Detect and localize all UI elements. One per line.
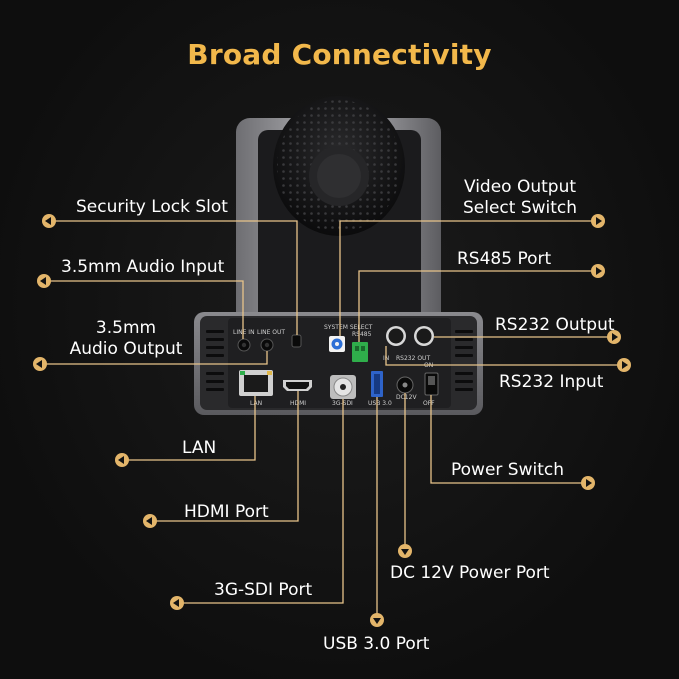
leader-power-switch [430, 395, 585, 484]
arrow-right-power-switch [581, 476, 595, 490]
arrow-left-security-lock [42, 214, 56, 228]
rs232-output-port [414, 326, 434, 346]
leader-lan [126, 396, 256, 461]
panel-label-line-out: LINE OUT [257, 329, 285, 336]
callout-audio-input: 3.5mm Audio Input [61, 257, 225, 277]
panel-label-usb: USB 3.0 [368, 400, 392, 407]
arrow-caps [33, 214, 631, 627]
callout-rs485: RS485 Port [457, 249, 552, 269]
rs232-input-port [386, 326, 406, 346]
leader-audio-output [44, 351, 268, 365]
vent-slots-right [455, 330, 473, 391]
leader-rs485 [358, 270, 594, 342]
leader-video-output [339, 220, 594, 336]
system-select-dial [329, 336, 345, 352]
camera-head [273, 96, 405, 236]
panel-label-rs485: RS485 [352, 331, 372, 338]
arrow-left-hdmi [143, 514, 157, 528]
panel-label-dc12v: DC12V [396, 394, 417, 401]
security-lock-slot [291, 334, 302, 348]
rs485-terminal [352, 342, 368, 362]
panel-label-system-select: SYSTEM SELECT [324, 324, 373, 331]
leader-security-lock [54, 220, 298, 335]
line-out-jack [260, 338, 274, 352]
arrow-right-video-output [591, 214, 605, 228]
usb3-port [371, 371, 383, 397]
arrow-left-audio-output [33, 357, 47, 371]
sdi-bnc-port [330, 375, 356, 399]
arrow-right-rs232-input [617, 358, 631, 372]
dc12v-port [396, 376, 414, 394]
leader-rs232-input [385, 346, 621, 366]
callout-audio-output: 3.5mm Audio Output [56, 318, 196, 360]
leader-sdi [181, 399, 344, 604]
callout-rs232-input: RS232 Input [499, 372, 604, 392]
callout-video-output-line2: Select Switch [462, 198, 578, 218]
line-in-jack [237, 338, 251, 352]
arrow-down-dc12v [398, 544, 412, 558]
callout-security-lock-slot: Security Lock Slot [76, 197, 228, 217]
arrow-left-sdi [170, 596, 184, 610]
panel-label-off: OFF [423, 400, 435, 407]
panel-label-lan: LAN [250, 400, 262, 407]
lan-port [239, 370, 273, 396]
callout-usb3: USB 3.0 Port [323, 634, 430, 654]
callout-sdi: 3G-SDI Port [214, 580, 313, 600]
callout-audio-output-line2: Audio Output [69, 339, 183, 359]
arrow-left-lan [115, 453, 129, 467]
panel-label-rs232-out: RS232 OUT [396, 355, 430, 362]
callout-power-switch: Power Switch [451, 460, 565, 480]
hdmi-port [283, 380, 312, 391]
callout-video-output-line1: Video Output [463, 177, 577, 197]
arrow-left-audio-input [37, 274, 51, 288]
leader-audio-input [49, 280, 244, 339]
power-switch [424, 372, 439, 396]
callout-rs232-output: RS232 Output [495, 315, 615, 335]
leader-hdmi [154, 391, 299, 522]
arrow-right-rs485 [591, 264, 605, 278]
leader-lines [44, 220, 621, 616]
callout-lan: LAN [182, 438, 217, 458]
vent-slots-left [206, 330, 224, 391]
panel-label-line-in: LINE IN [233, 329, 255, 336]
arrow-down-usb3 [370, 613, 384, 627]
callout-audio-output-line1: 3.5mm [95, 318, 157, 338]
callout-dc12v: DC 12V Power Port [390, 563, 550, 583]
page-title: Broad Connectivity [187, 38, 492, 71]
callout-video-output: Video Output Select Switch [452, 177, 588, 219]
arrow-right-rs232-output [607, 330, 621, 344]
callout-hdmi: HDMI Port [184, 502, 269, 522]
